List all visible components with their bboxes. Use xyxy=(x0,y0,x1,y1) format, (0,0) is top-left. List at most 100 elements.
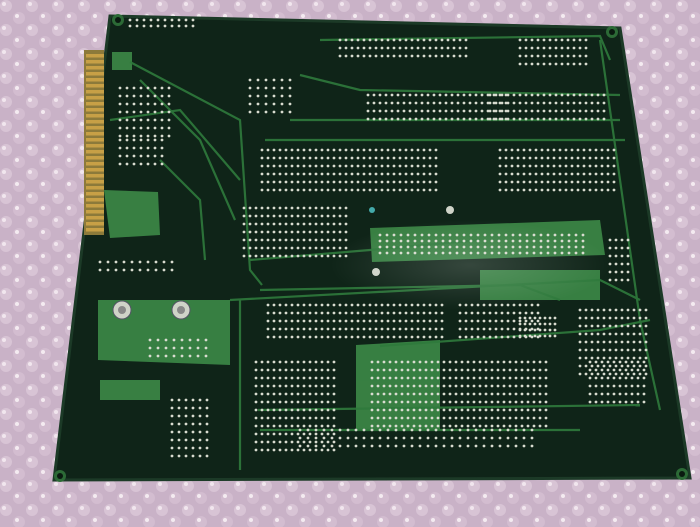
solder-pad xyxy=(290,303,294,307)
solder-pad xyxy=(542,101,546,105)
solder-pad xyxy=(338,148,342,152)
solder-pad xyxy=(382,384,386,388)
solder-pad xyxy=(380,148,384,152)
solder-pad xyxy=(576,164,580,168)
solder-pad xyxy=(456,117,460,121)
solder-pad xyxy=(538,316,542,320)
solder-pad xyxy=(302,368,306,372)
solder-pad xyxy=(434,148,438,152)
solder-pad xyxy=(290,222,294,226)
solder-pad xyxy=(350,335,354,339)
solder-pad xyxy=(290,238,294,242)
solder-pad xyxy=(266,360,270,364)
solder-pad xyxy=(278,327,282,331)
solder-pad xyxy=(578,308,582,312)
solder-pad xyxy=(260,214,264,218)
solder-pad xyxy=(135,18,139,22)
solder-pad xyxy=(290,180,294,184)
solder-pad xyxy=(440,319,444,323)
solder-pad xyxy=(498,188,502,192)
solder-pad xyxy=(438,101,442,105)
solder-pad xyxy=(376,360,380,364)
solder-pad xyxy=(392,156,396,160)
solder-pad xyxy=(422,38,426,42)
solder-pad xyxy=(404,46,408,50)
solder-pad xyxy=(278,222,282,226)
solder-pad xyxy=(482,319,486,323)
solder-pad xyxy=(532,376,536,380)
solder-pad xyxy=(514,360,518,364)
solder-pad xyxy=(538,334,542,338)
solder-pad xyxy=(494,335,498,339)
solder-pad xyxy=(594,156,598,160)
solder-pad xyxy=(278,424,282,428)
solder-pad xyxy=(564,148,568,152)
mounting-holes xyxy=(54,14,688,482)
solder-pad xyxy=(290,164,294,168)
solder-pad xyxy=(302,408,306,412)
solder-pad xyxy=(266,164,270,168)
solder-pad xyxy=(296,164,300,168)
solder-pad xyxy=(560,54,564,58)
solder-pad xyxy=(370,424,374,428)
solder-pad xyxy=(524,62,528,66)
solder-pad xyxy=(326,440,330,444)
solder-pad xyxy=(390,93,394,97)
solder-pad xyxy=(442,400,446,404)
solder-pad xyxy=(514,444,518,448)
solder-pad xyxy=(146,118,150,122)
solder-pad xyxy=(272,94,276,98)
solder-pad xyxy=(272,408,276,412)
solder-pad xyxy=(416,327,420,331)
solder-pad xyxy=(448,368,452,372)
solder-pad xyxy=(548,54,552,58)
solder-pad xyxy=(470,319,474,323)
solder-pad xyxy=(132,134,136,138)
solder-pad xyxy=(260,230,264,234)
solder-pad xyxy=(534,148,538,152)
solder-pad xyxy=(554,62,558,66)
solder-pad xyxy=(584,324,588,328)
solder-pad xyxy=(314,238,318,242)
gold-finger xyxy=(86,156,104,160)
solder-pad xyxy=(406,368,410,372)
solder-pad xyxy=(424,416,428,420)
solder-pad xyxy=(153,86,157,90)
solder-pad xyxy=(608,270,612,274)
solder-pad xyxy=(122,260,126,264)
solder-pad xyxy=(496,400,500,404)
solder-pad xyxy=(450,117,454,121)
solder-pad xyxy=(516,180,520,184)
solder-pad xyxy=(298,444,302,448)
solder-pad xyxy=(590,117,594,121)
solder-pad xyxy=(578,372,582,376)
solder-pad xyxy=(388,400,392,404)
solder-pad xyxy=(410,335,414,339)
solder-pad xyxy=(320,368,324,372)
solder-pad xyxy=(548,62,552,66)
solder-pad xyxy=(400,376,404,380)
solder-pad xyxy=(332,368,336,372)
solder-pad xyxy=(326,384,330,388)
solder-pad xyxy=(284,335,288,339)
solder-pad xyxy=(438,117,442,121)
solder-pad xyxy=(266,238,270,242)
solder-pad xyxy=(350,311,354,315)
solder-pad xyxy=(614,340,618,344)
solder-pad xyxy=(436,384,440,388)
solder-pad xyxy=(384,101,388,105)
solder-pad xyxy=(392,46,396,50)
solder-pad xyxy=(191,454,195,458)
solder-pad xyxy=(482,311,486,315)
solder-pad xyxy=(296,416,300,420)
solder-pad xyxy=(602,348,606,352)
solder-pad xyxy=(382,400,386,404)
solder-pad xyxy=(434,319,438,323)
solder-pad xyxy=(260,254,264,258)
solder-pad xyxy=(386,319,390,323)
solder-pad xyxy=(280,86,284,90)
solder-pad xyxy=(466,376,470,380)
solder-pad xyxy=(466,360,470,364)
solder-pad xyxy=(344,303,348,307)
solder-pad xyxy=(196,346,200,350)
